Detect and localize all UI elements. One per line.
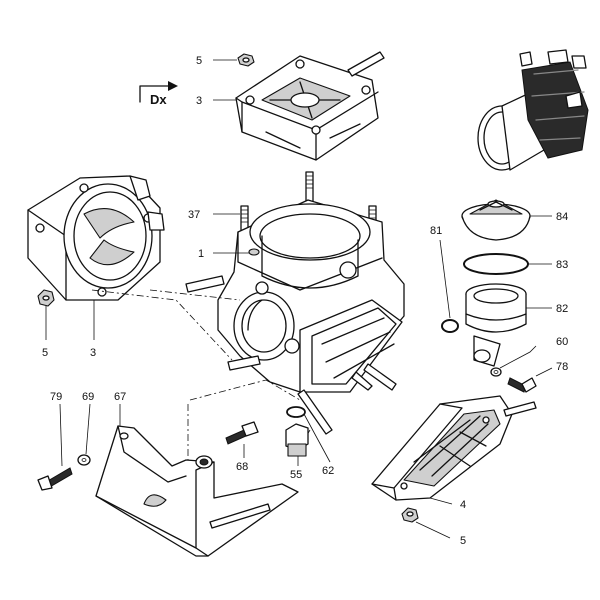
label-part-67: 67 [114,391,126,403]
label-part-5-bottom: 5 [460,535,466,547]
valve-cap-part [461,199,552,241]
label-part-1: 1 [198,248,204,260]
left-cover-part [27,175,165,301]
screw-part-78 [507,367,553,393]
washer-part-60 [490,345,537,377]
direction-label: Dx [150,92,167,107]
small-o-ring-part [439,239,459,333]
screw-part-79 [37,403,73,491]
nut-part-top [213,53,255,67]
assembled-pump-thumbnail [477,49,589,171]
part-labels: 5 3 37 1 5 3 81 84 83 82 60 78 79 69 67 … [42,55,568,547]
label-part-79: 79 [50,391,62,403]
bottom-cover-part [371,395,537,505]
valve-body-part [465,283,552,367]
gasket-part-62 [286,406,331,463]
label-part-3-top: 3 [196,95,202,107]
label-part-68: 68 [236,461,248,473]
label-part-69: 69 [82,391,94,403]
o-ring-part [463,253,552,275]
label-part-55: 55 [290,469,302,481]
washer-part-69 [77,403,91,466]
top-cover-part [213,51,385,161]
label-part-82: 82 [556,303,568,315]
pump-body-part [185,199,405,435]
label-part-78: 78 [556,361,568,373]
mounting-bracket-part [95,404,299,557]
label-part-83: 83 [556,259,568,271]
direction-marker: Dx [139,81,178,107]
screw-part-68 [225,421,259,458]
direction-bracket [139,85,169,103]
label-part-60: 60 [556,336,568,348]
label-part-37: 37 [188,209,200,221]
label-part-5-left: 5 [42,347,48,359]
label-part-62: 62 [322,465,334,477]
fitting-part-55 [285,423,309,466]
label-part-4: 4 [460,499,466,511]
label-part-5-top: 5 [196,55,202,67]
direction-arrow-icon [168,81,178,91]
label-part-3-left: 3 [90,347,96,359]
label-part-84: 84 [556,211,568,223]
nut-part-bottom [401,507,451,539]
label-part-81: 81 [430,225,442,237]
nut-part-left [37,289,95,340]
